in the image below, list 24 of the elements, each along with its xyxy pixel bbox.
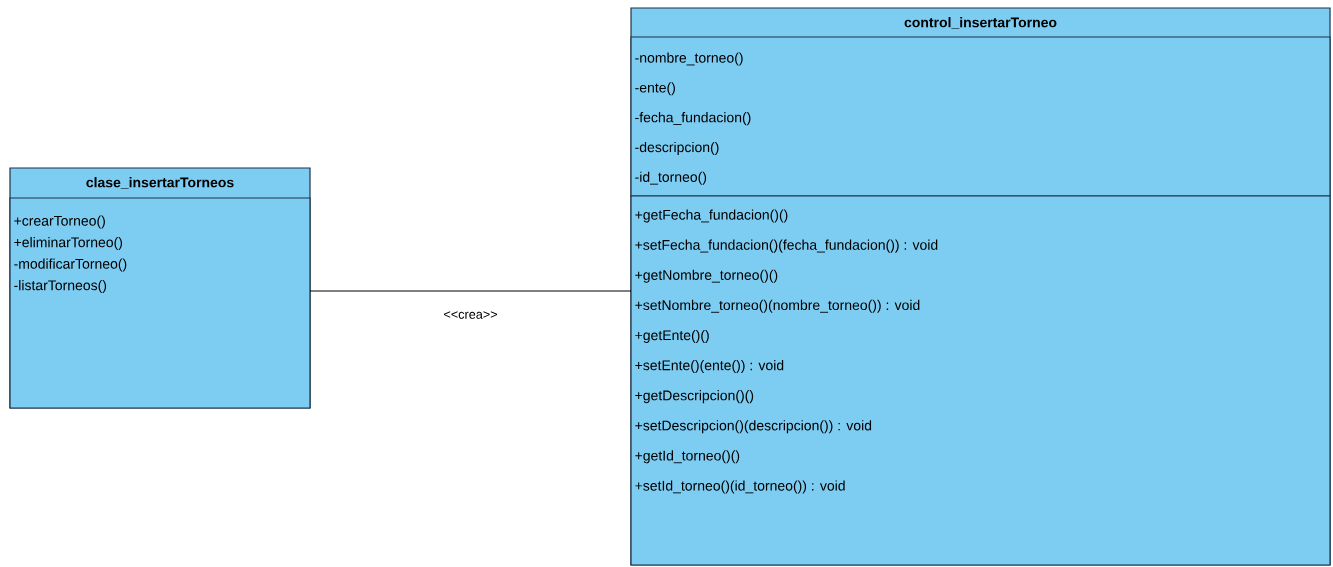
member-text: -fecha_fundacion() [635, 112, 751, 126]
member-text: -id_torneo() [635, 171, 707, 185]
association-line [309, 290, 632, 292]
member-text: +crearTorneo() [14, 215, 105, 229]
member-text: +setDescripcion()(descripcion()) : void [635, 420, 872, 434]
member-text: +getNombre_torneo()() [635, 269, 778, 283]
member-text: +setEnte()(ente()) : void [635, 360, 784, 374]
member-text: +setId_torneo()(id_torneo()) : void [635, 480, 845, 494]
edge-label: <<crea>> [444, 311, 497, 319]
member-text: -modificarTorneo() [14, 258, 127, 272]
member-text: +getDescripcion()() [635, 390, 754, 404]
member-text: -listarTorneos() [14, 280, 107, 294]
compartment-box [630, 36, 1331, 197]
member-text: +eliminarTorneo() [14, 237, 123, 251]
member-text: +setNombre_torneo()(nombre_torneo()) : void [635, 299, 920, 313]
member-text: +getFecha_fundacion()() [635, 209, 788, 223]
member-text: -nombre_torneo() [635, 52, 743, 66]
member-text: +setFecha_fundacion()(fecha_fundacion()) : void [635, 239, 938, 253]
class-name: control_insertarTorneo [904, 17, 1057, 29]
member-text: -descripcion() [635, 141, 719, 155]
class-name: clase_insertarTorneos [86, 177, 234, 189]
member-text: +getId_torneo()() [635, 450, 740, 464]
member-text: +getEnte()() [635, 329, 709, 343]
member-text: -ente() [635, 82, 675, 96]
